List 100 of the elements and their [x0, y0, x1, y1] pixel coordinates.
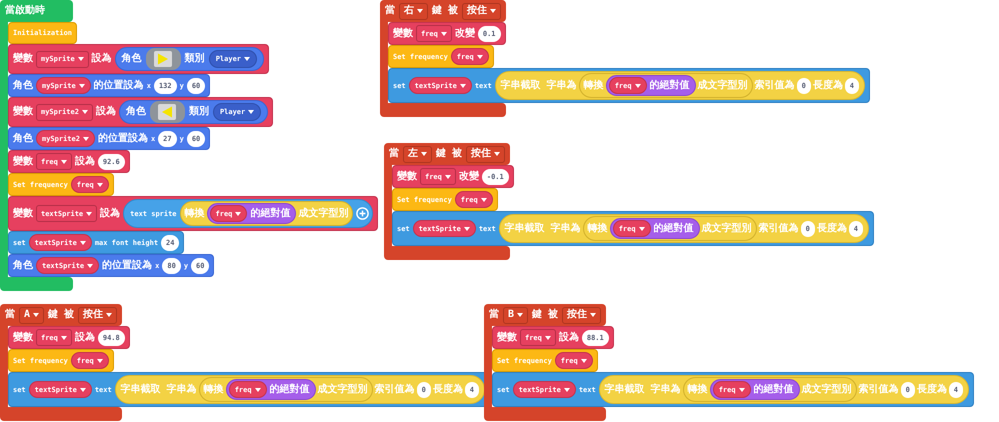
- variable-block: [8, 326, 130, 349]
- sprite-position-block: [8, 254, 214, 277]
- sprite-position-block: [8, 127, 210, 150]
- block-label: 的位置設為: [98, 132, 148, 144]
- create-sprite-reporter: [118, 100, 268, 124]
- block-bottom-bar: [0, 407, 122, 421]
- text-sprite-block: [392, 211, 874, 246]
- variable-block: [8, 44, 270, 74]
- convert-to-text-reporter: [180, 201, 354, 226]
- event-dropdown: B: [503, 306, 528, 324]
- block-label: 改變: [458, 170, 479, 182]
- block-label: 當: [389, 148, 399, 160]
- event-dropdown: 左: [403, 146, 432, 162]
- absolute-value-reporter: [606, 75, 696, 96]
- variable-block: [8, 150, 130, 173]
- block-label: 設為: [74, 332, 95, 344]
- event-dropdown: 按住: [462, 2, 502, 20]
- block-label: 索引值為: [374, 384, 415, 396]
- block-label: 長度為: [432, 384, 463, 396]
- block-bottom-bar: [484, 407, 606, 421]
- image-field: [150, 101, 185, 123]
- function-call-block: [392, 188, 498, 211]
- block-label: 索引值為: [754, 80, 795, 92]
- block-label: 變數: [13, 156, 33, 168]
- block-label: 設為: [74, 156, 95, 168]
- function-call-block: [8, 349, 114, 372]
- block-label: 角色: [122, 53, 142, 65]
- absolute-value-reporter: [206, 203, 296, 224]
- function-call-block: [492, 349, 598, 372]
- block-label: 當: [385, 5, 395, 17]
- block-label: 索引值為: [858, 384, 899, 396]
- block-bottom-bar: [384, 246, 510, 260]
- function-call-block: [8, 22, 78, 44]
- block-label: 鍵 被: [432, 5, 458, 17]
- text-sprite-block: [8, 231, 184, 254]
- absolute-value-reporter: [710, 379, 800, 400]
- block-label: 鍵 被: [532, 309, 558, 321]
- convert-to-text-reporter: [682, 377, 857, 402]
- block-label: 當: [489, 309, 499, 321]
- block-label: 改變: [454, 28, 475, 40]
- block-label: 變數: [497, 332, 517, 344]
- block-label: 變數: [13, 106, 33, 118]
- block-bottom-bar: [380, 103, 506, 117]
- variable-block: [8, 196, 378, 231]
- block-label: 當啟動時: [5, 5, 45, 17]
- block-label: 的位置設為: [102, 260, 152, 272]
- block-label: 轉換: [584, 80, 604, 92]
- function-call-block: [8, 173, 114, 196]
- block-label: 字串截取 字串為: [504, 222, 581, 234]
- event-dropdown: 按住: [562, 306, 602, 324]
- block-label: 成文字型別: [802, 384, 852, 396]
- block-label: 變數: [13, 53, 33, 65]
- block-label: 類別: [184, 53, 205, 65]
- event-dropdown: 按住: [466, 146, 506, 162]
- block-label: 設為: [558, 332, 579, 344]
- variable-block: [392, 165, 514, 188]
- substring-reporter: [498, 214, 869, 243]
- block-label: 角色: [126, 106, 146, 118]
- block-label: 變數: [13, 332, 33, 344]
- variable-block: [388, 22, 506, 45]
- block-label: 設為: [100, 208, 120, 220]
- text-sprite-block: [492, 372, 974, 407]
- event-dropdown: 右: [399, 2, 428, 20]
- image-field: [146, 48, 181, 70]
- substring-reporter: [494, 71, 865, 100]
- block-label: 角色: [13, 80, 33, 92]
- block-label: 的絕對值: [270, 384, 310, 396]
- block-label: 轉換: [588, 222, 608, 234]
- absolute-value-reporter: [610, 218, 700, 239]
- block-label: 變數: [13, 208, 33, 220]
- convert-to-text-reporter: [582, 216, 757, 241]
- block-label: 設為: [92, 53, 112, 65]
- event-dropdown: 按住: [78, 306, 118, 324]
- button-event-block: [484, 304, 606, 326]
- block-label: 的絕對值: [250, 208, 290, 220]
- block-label: 成文字型別: [702, 222, 752, 234]
- button-event-block: [380, 0, 506, 22]
- convert-to-text-reporter: [578, 73, 753, 98]
- event-dropdown: A: [19, 306, 44, 324]
- block-label: 長度為: [916, 384, 947, 396]
- function-call-block: [388, 45, 494, 68]
- block-label: 索引值為: [758, 222, 799, 234]
- block-label: 角色: [13, 132, 33, 144]
- block-label: 當: [5, 309, 15, 321]
- block-bottom-bar: [0, 277, 73, 291]
- block-label: 字串截取 字串為: [604, 384, 681, 396]
- block-label: 成文字型別: [298, 208, 348, 220]
- variable-block: [8, 97, 274, 127]
- substring-reporter: [598, 375, 969, 404]
- block-label: 成文字型別: [698, 80, 748, 92]
- button-event-block: [384, 143, 510, 165]
- create-sprite-reporter: [114, 47, 264, 71]
- block-label: 設為: [96, 106, 116, 118]
- on-start-block: [0, 0, 73, 22]
- block-label: 變數: [397, 170, 417, 182]
- convert-to-text-reporter: [198, 377, 373, 402]
- block-label: 的絕對值: [654, 222, 694, 234]
- block-label: 長度為: [812, 80, 843, 92]
- substring-reporter: [114, 375, 485, 404]
- button-event-block: [0, 304, 122, 326]
